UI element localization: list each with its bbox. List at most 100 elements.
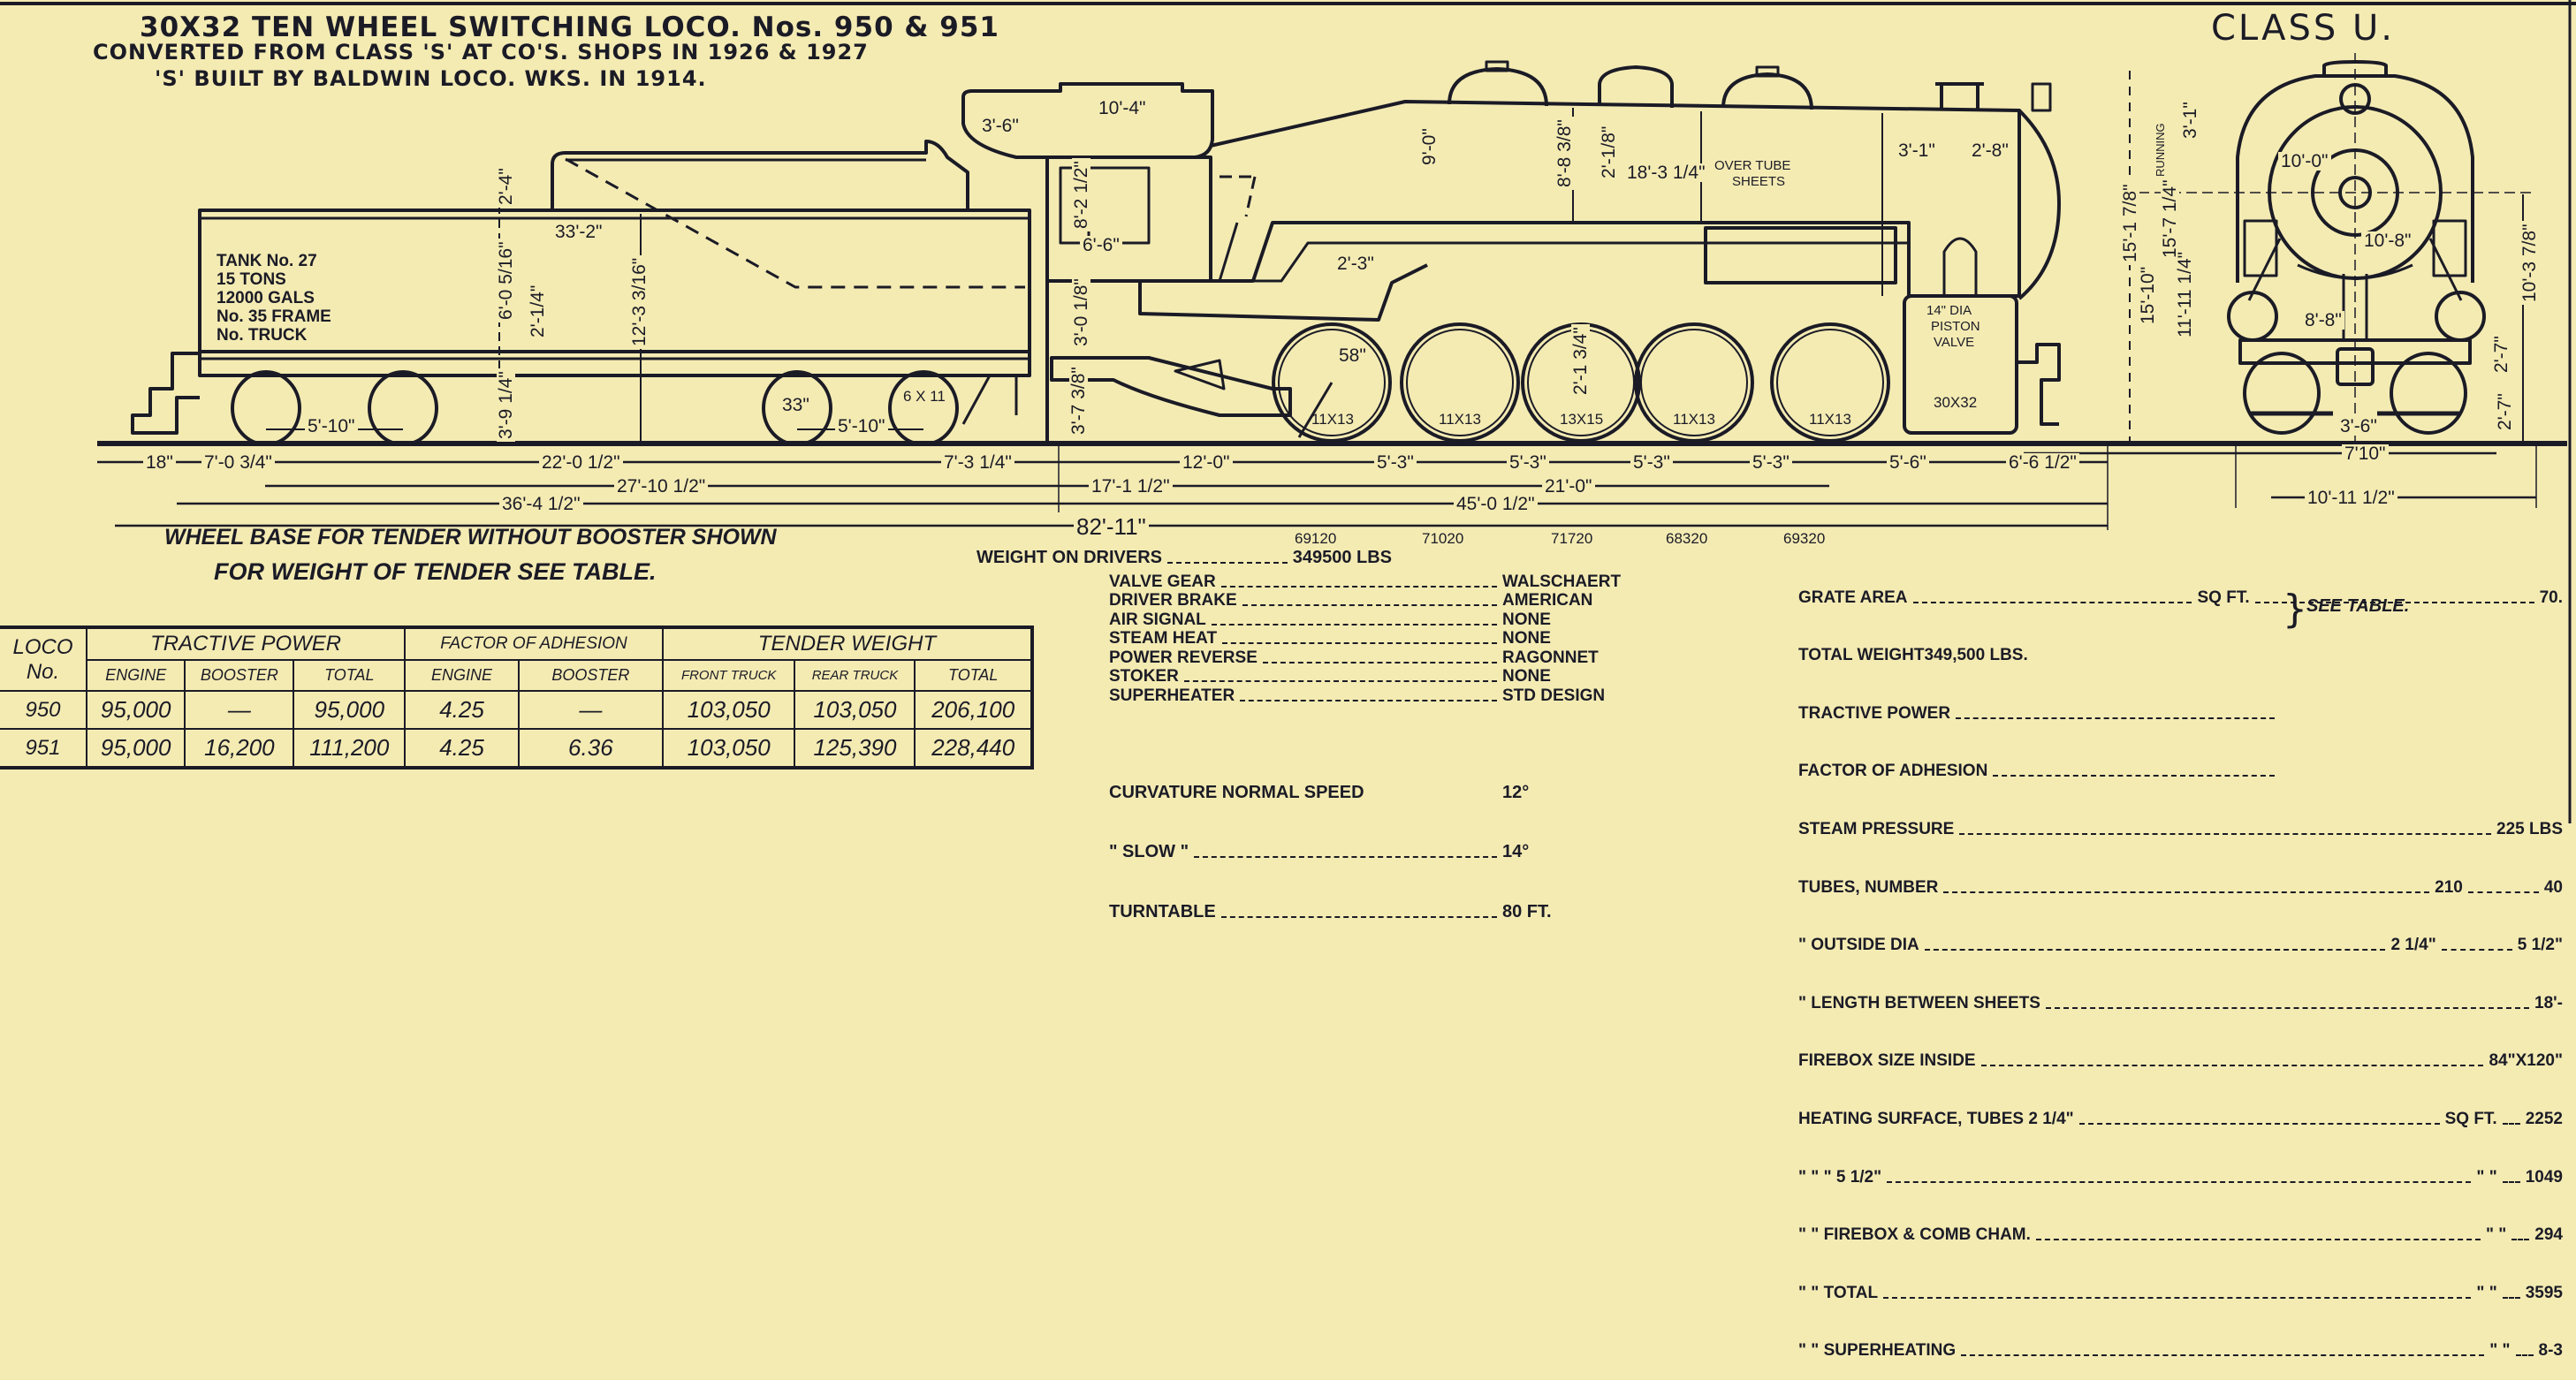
- drawing-subtitle: CONVERTED FROM CLASS 'S' AT CO'S. SHOPS …: [93, 40, 869, 64]
- bracket-icon: }: [2283, 587, 2307, 632]
- dim-label: 7'-0 3/4": [201, 453, 275, 472]
- smokestack: [1935, 82, 1984, 110]
- dim-label: 12'-0": [1180, 453, 1233, 472]
- spec-row: " " " 5 1/2"" "1049: [1798, 1167, 2563, 1187]
- spec-row: HEATING SURFACE, TUBES 2 1/4"SQ FT.2252: [1798, 1109, 2563, 1128]
- dim-label: 7'-3 1/4": [941, 453, 1014, 472]
- dim-label: 10'-0": [2278, 152, 2331, 171]
- dim-label: 9'-0": [1419, 125, 1440, 168]
- dim-label: 11X13: [1673, 411, 1715, 428]
- dim-label: 6'-6 1/2": [2006, 453, 2079, 472]
- spec-label: WEIGHT ON DRIVERS: [976, 547, 1163, 567]
- column-header: TOTAL: [293, 659, 407, 692]
- table-cell: 950: [0, 690, 87, 730]
- dimension-lines: [97, 442, 2537, 530]
- dim-label: 58": [1336, 346, 1369, 365]
- see-table-note: SEE TABLE.: [2306, 596, 2410, 616]
- tender-wheel: [368, 370, 438, 446]
- dim-label: 18'-3 1/4": [1624, 163, 1708, 182]
- axle-load: 68320: [1666, 530, 1708, 547]
- table-cell: 16,200: [184, 728, 295, 769]
- dim-label: 5'-3": [1750, 453, 1792, 472]
- column-header: REAR TRUCK: [794, 659, 916, 692]
- column-header: ENGINE: [404, 659, 520, 692]
- tender-note: No. TRUCK: [217, 326, 308, 345]
- dim-label: 82'-11": [1074, 515, 1149, 538]
- sand-dome: [1598, 65, 1674, 108]
- group-header: FACTOR OF ADHESION: [404, 626, 664, 661]
- dim-label: 45'-0 1/2": [1454, 495, 1538, 513]
- smokebox-front: [2017, 109, 2061, 300]
- dim-label: 6'-0 5/16": [496, 239, 516, 322]
- dim-label: RUNNING: [2154, 123, 2167, 177]
- table-cell: 228,440: [914, 728, 1033, 769]
- dim-label: 3'-7 3/8": [1068, 364, 1089, 437]
- dim-label: 18": [143, 453, 176, 472]
- tender-weight-note: FOR WEIGHT OF TENDER SEE TABLE.: [214, 558, 657, 585]
- dim-label: 8'-2 1/2": [1071, 158, 1091, 231]
- air-reservoir: [1704, 226, 1897, 284]
- table-cell: —: [184, 690, 295, 730]
- table-cell: 6.36: [517, 728, 664, 769]
- column-header: FRONT TRUCK: [661, 659, 796, 692]
- axle-load: 71020: [1422, 530, 1464, 547]
- tender-notes: TANK No. 27 15 TONS 12000 GALS No. 35 FR…: [217, 252, 331, 345]
- tender-wheel: [231, 370, 301, 446]
- locomotive: [961, 60, 2061, 444]
- cab: [1045, 155, 1212, 283]
- driver-wheel: [1272, 322, 1392, 443]
- spec-row: " " SUPERHEATING" "8-3: [1798, 1341, 2563, 1361]
- tender-note: 12000 GALS: [217, 289, 315, 307]
- dim-label: 3'-6": [979, 117, 1022, 135]
- dim-label: 5'-10": [305, 417, 358, 436]
- dim-label: 5'-10": [835, 417, 888, 436]
- tender-wheel: [762, 370, 832, 446]
- dim-label: 15'-7 1/4": [2160, 177, 2180, 261]
- steam-dome: [1448, 67, 1548, 107]
- dim-label: 2'-7": [2495, 390, 2515, 433]
- dim-label: 15'-10": [2138, 263, 2158, 327]
- dim-label: 6'-6": [1080, 236, 1122, 254]
- dim-label: 33": [779, 396, 812, 414]
- driver-wheel: [1770, 322, 1890, 443]
- table-cell: 951: [0, 728, 87, 769]
- drawing-subtitle-2: 'S' BUILT BY BALDWIN LOCO. WKS. IN 1914.: [155, 66, 707, 91]
- dim-label: 2'-7": [2491, 333, 2511, 375]
- spec-row: " " TOTAL" "3595: [1798, 1283, 2563, 1302]
- dim-label: SHEETS: [1732, 174, 1786, 189]
- dim-label: 15'-1 7/8": [2120, 181, 2140, 265]
- table-cell: 4.25: [404, 728, 520, 769]
- table-cell: 103,050: [794, 690, 916, 730]
- dim-label: PISTON: [1931, 319, 1980, 334]
- driver-wheel: [1634, 322, 1754, 443]
- class-label: CLASS U.: [2211, 8, 2395, 49]
- table-row: 951 95,000 16,200 111,200 4.25 6.36 103,…: [0, 728, 1033, 769]
- column-header: BOOSTER: [517, 659, 664, 692]
- dim-label: 3'-9 1/4": [496, 368, 516, 442]
- spec-value: 349500 LBS: [1292, 547, 1392, 567]
- dim-label: OVER TUBE: [1714, 158, 1791, 173]
- axle-load: 69120: [1295, 530, 1337, 547]
- dim-label: 33'-2": [552, 223, 605, 241]
- headlight: [2031, 82, 2052, 112]
- table-cell: 4.25: [404, 690, 520, 730]
- dim-label: 3'-1": [1896, 141, 1938, 160]
- column-header: ENGINE: [85, 659, 186, 692]
- table-cell: 95,000: [293, 690, 407, 730]
- dim-label: 2'-4": [496, 165, 516, 208]
- tender-note: TANK No. 27: [217, 252, 317, 270]
- tender-wheel: [888, 370, 959, 446]
- table-cell: 111,200: [293, 728, 407, 769]
- dim-label: 2'-8": [1969, 141, 2011, 160]
- dim-label: 11X13: [1809, 411, 1851, 428]
